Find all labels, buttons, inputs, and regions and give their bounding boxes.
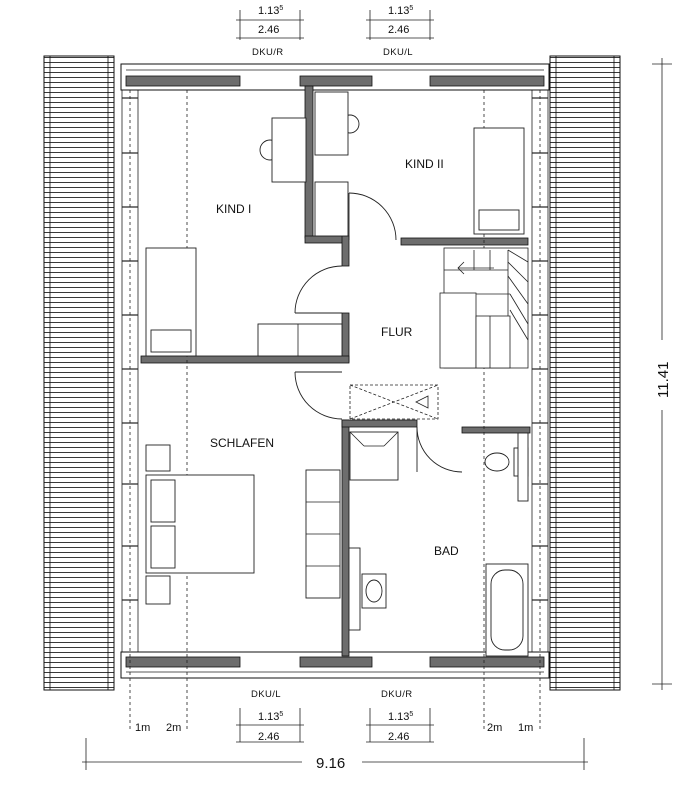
room-label-kind1: KIND I — [216, 202, 251, 216]
doors — [294, 192, 463, 473]
kind1-bed — [145, 247, 197, 357]
kind1-desk — [259, 91, 360, 183]
kind2-bed — [473, 127, 525, 235]
nightstand-top — [145, 444, 171, 472]
room-label-flur: FLUR — [381, 325, 413, 339]
svg-text:1.135: 1.135 — [388, 5, 413, 17]
overall-width-dimension: 9.16 — [82, 738, 588, 772]
svg-text:11.41: 11.41 — [655, 362, 672, 398]
kneewall-right — [531, 90, 549, 652]
svg-text:DKU/L: DKU/L — [383, 47, 413, 58]
window-dim-top-right: 1.135 2.46 DKU/L — [366, 5, 434, 58]
svg-text:9.16: 9.16 — [316, 755, 345, 772]
svg-text:2.46: 2.46 — [388, 24, 409, 36]
svg-text:DKU/L: DKU/L — [251, 689, 281, 700]
schlafen-wardrobe — [305, 469, 341, 599]
svg-text:1.135: 1.135 — [258, 5, 283, 17]
window-dim-bottom-left: DKU/L 1.135 2.46 — [236, 689, 304, 743]
roof-right — [549, 55, 621, 691]
svg-text:DKU/R: DKU/R — [381, 689, 413, 700]
svg-text:DKU/R: DKU/R — [252, 47, 284, 58]
window-dim-bottom-right: DKU/R 1.135 2.46 — [366, 689, 434, 743]
height-label-left-2m: 2m — [166, 722, 181, 734]
gable-wall-bottom — [120, 651, 550, 679]
svg-text:2.46: 2.46 — [388, 731, 409, 743]
schlafen-bed — [145, 474, 255, 574]
room-label-schlafen: SCHLAFEN — [210, 436, 274, 450]
nightstand-bottom — [145, 575, 171, 605]
overall-depth-dimension: 11.41 — [652, 58, 672, 690]
svg-text:1.135: 1.135 — [258, 711, 283, 723]
bad-bathtub — [485, 563, 529, 657]
height-label-left-1m: 1m — [135, 722, 150, 734]
height-lines — [129, 90, 541, 732]
kind1-shelf — [257, 323, 343, 357]
roof-left — [43, 55, 115, 691]
staircase — [439, 247, 529, 369]
window-dim-top-left: 1.135 2.46 DKU/R — [236, 5, 304, 58]
svg-text:2.46: 2.46 — [258, 731, 279, 743]
gable-wall-top — [120, 63, 550, 91]
bad-shower — [349, 431, 399, 481]
hatch-arrow — [415, 395, 429, 409]
bad-sink — [348, 547, 387, 631]
bad-shaft — [517, 432, 529, 502]
kind1-cabinet — [314, 181, 349, 237]
svg-text:2.46: 2.46 — [258, 24, 279, 36]
height-label-right-1m: 1m — [518, 722, 533, 734]
room-label-bad: BAD — [434, 544, 459, 558]
height-label-right-2m: 2m — [487, 722, 502, 734]
ceiling-hatch — [349, 384, 439, 420]
room-label-kind2: KIND II — [405, 157, 444, 171]
svg-text:1.135: 1.135 — [388, 711, 413, 723]
